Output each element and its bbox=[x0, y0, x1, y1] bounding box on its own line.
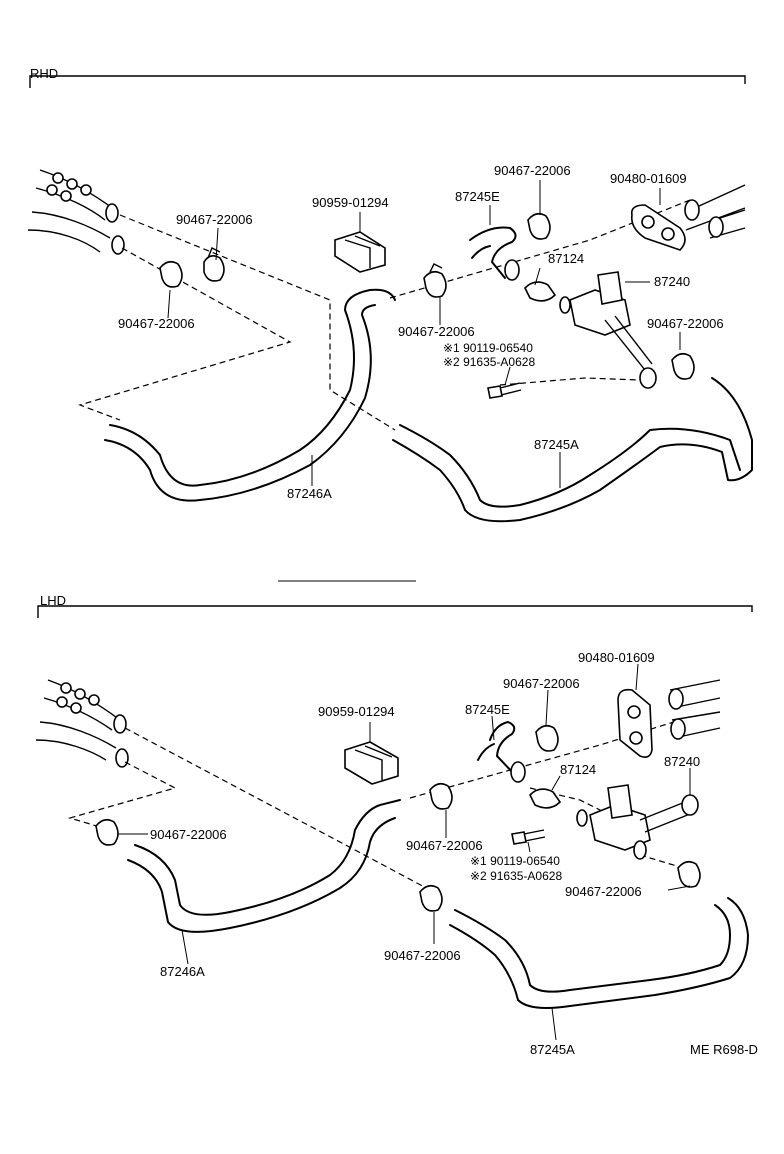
lhd-clamp-left bbox=[95, 818, 119, 846]
lhd-leaders bbox=[118, 663, 691, 1041]
rhd-label-clamp-center: 90467-22006 bbox=[398, 324, 475, 339]
lhd-label-clamp-top: 90467-22006 bbox=[503, 676, 580, 691]
rhd-label-clamp-top: 90467-22006 bbox=[494, 163, 571, 178]
rhd-section: RHD bbox=[27, 66, 753, 523]
rhd-label-plate: 90480-01609 bbox=[610, 171, 687, 186]
rhd-label-valve: 87240 bbox=[654, 274, 690, 289]
lhd-clamp-right bbox=[677, 860, 701, 888]
lhd-engine-pipes bbox=[35, 679, 129, 768]
rhd-hose-87246a bbox=[104, 288, 396, 502]
lhd-label-bolt-note-1: ※1 90119-06540 bbox=[470, 854, 560, 868]
rhd-clamp-right bbox=[671, 352, 695, 380]
rhd-title: RHD bbox=[30, 66, 58, 81]
lhd-frame bbox=[37, 605, 753, 618]
rhd-clamp-lower-left bbox=[159, 260, 183, 288]
lhd-label-clamp-right: 90467-22006 bbox=[565, 884, 642, 899]
rhd-clamp-top bbox=[527, 212, 551, 240]
lhd-hose-87245a bbox=[449, 897, 749, 1009]
lhd-section: LHD bbox=[35, 593, 753, 1057]
rhd-label-bracket: 87124 bbox=[548, 251, 584, 266]
rhd-label-hose-a: 87245A bbox=[534, 437, 579, 452]
lhd-hose-87245e bbox=[477, 721, 526, 783]
lhd-label-valve: 87240 bbox=[664, 754, 700, 769]
lhd-plate bbox=[617, 679, 721, 758]
rhd-label-grommet: 90959-01294 bbox=[312, 195, 389, 210]
lhd-label-clamp-bottom: 90467-22006 bbox=[384, 948, 461, 963]
lhd-title: LHD bbox=[40, 593, 66, 608]
rhd-dash-upper bbox=[119, 214, 396, 431]
lhd-label-clamp-left: 90467-22006 bbox=[150, 827, 227, 842]
rhd-engine-pipes bbox=[27, 169, 125, 255]
lhd-label-hose-e: 87245E bbox=[465, 702, 510, 717]
lhd-dash-upper bbox=[124, 727, 431, 891]
lhd-label-bolt-note-2: ※2 91635-A0628 bbox=[470, 869, 562, 883]
rhd-bolt bbox=[487, 382, 522, 399]
lhd-hose-87246a bbox=[127, 799, 401, 933]
lhd-clamp-center bbox=[429, 782, 453, 810]
lhd-label-grommet: 90959-01294 bbox=[318, 704, 395, 719]
lhd-label-clamp-center: 90467-22006 bbox=[406, 838, 483, 853]
lhd-clamp-top bbox=[535, 724, 559, 752]
rhd-clamp-upper-left bbox=[203, 247, 225, 282]
rhd-leaders bbox=[167, 180, 681, 488]
rhd-label-clamp-right: 90467-22006 bbox=[647, 316, 724, 331]
rhd-valve bbox=[559, 271, 657, 389]
rhd-clamp-center bbox=[423, 263, 447, 298]
lhd-label-bracket: 87124 bbox=[560, 762, 596, 777]
rhd-dash-lower bbox=[78, 247, 292, 421]
rhd-label-clamp-upper-left: 90467-22006 bbox=[176, 212, 253, 227]
rhd-hose-87245a bbox=[392, 377, 753, 523]
lhd-dash-top bbox=[409, 719, 681, 799]
rhd-label-hose-246a: 87246A bbox=[287, 486, 332, 501]
rhd-bracket bbox=[524, 281, 557, 302]
rhd-label-bolt-note-2: ※2 91635-A0628 bbox=[443, 355, 535, 369]
lhd-clamp-bottom bbox=[419, 884, 443, 912]
rhd-plate bbox=[630, 184, 746, 251]
footer-code: ME R698-D bbox=[690, 1042, 758, 1057]
lhd-grommet bbox=[344, 741, 399, 785]
rhd-label-bolt-note-1: ※1 90119-06540 bbox=[443, 341, 533, 355]
rhd-hose-87245e bbox=[469, 226, 520, 281]
lhd-bolt bbox=[511, 829, 546, 845]
lhd-label-plate: 90480-01609 bbox=[578, 650, 655, 665]
lhd-dash-lower bbox=[67, 761, 177, 831]
rhd-dash-bolt bbox=[499, 377, 641, 386]
rhd-frame bbox=[29, 75, 746, 88]
lhd-bracket bbox=[529, 788, 562, 809]
lhd-label-hose-a: 87245A bbox=[530, 1042, 575, 1057]
lhd-label-hose-246a: 87246A bbox=[160, 964, 205, 979]
rhd-grommet bbox=[334, 231, 386, 273]
rhd-label-hose-e: 87245E bbox=[455, 189, 500, 204]
lhd-valve bbox=[576, 784, 699, 860]
rhd-label-clamp-lower-left: 90467-22006 bbox=[118, 316, 195, 331]
